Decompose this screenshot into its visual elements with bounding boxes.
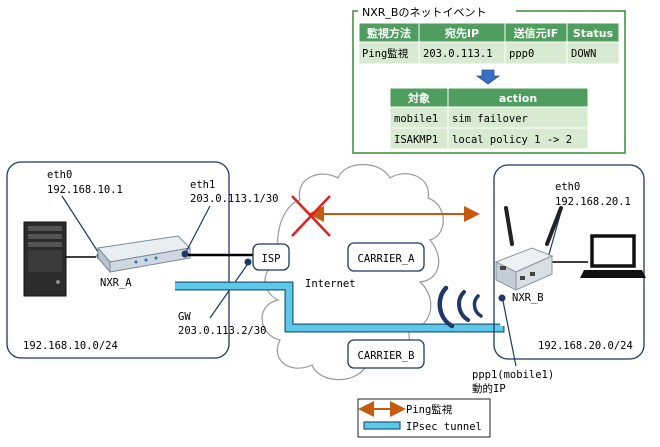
gw-port (244, 258, 252, 266)
wireless-signal-icon (437, 285, 483, 329)
left-eth1-port (181, 250, 189, 258)
dynamic-ip-label: 動的IP (472, 382, 506, 395)
right-site-box (493, 164, 645, 360)
carrier-b-node (347, 339, 425, 369)
ppp1-port (498, 294, 506, 302)
action-header-target: 対象 (407, 91, 430, 105)
legend-ping-label: Ping監視 (406, 403, 453, 416)
laptop-icon (580, 234, 646, 278)
monitor-cell-dest-ip: 203.0.113.1 (423, 48, 493, 60)
nxr-a-router-icon (97, 235, 192, 274)
fail-x-icon (291, 195, 331, 237)
monitor-header-status: Status (573, 27, 614, 40)
left-site-box (6, 161, 230, 359)
action-cell-action: local policy 1 -> 2 (452, 134, 572, 146)
down-arrow-icon (475, 69, 501, 85)
internet-label: Internet (305, 278, 356, 290)
nxr-a-name: NXR_A (100, 277, 132, 289)
isp-node (252, 243, 290, 271)
legend-tunnel-swatch (363, 421, 401, 430)
right-eth0-label: eth0 (555, 181, 580, 193)
carrier-b-label: CARRIER_B (358, 350, 415, 362)
legend: Ping監視 IPsec tunnel (357, 398, 491, 438)
action-cell-target: ISAKMP1 (394, 134, 438, 146)
ipsec-tunnel (175, 282, 504, 332)
monitor-header-source-if: 送信元IF (513, 26, 559, 40)
left-eth1-label: eth1 (190, 179, 215, 191)
gw-label: GW (178, 311, 191, 323)
left-eth0-label: eth0 (47, 169, 72, 181)
monitor-table: 監視方法 宛先IP 送信元IF Status Ping監視 203.0.113.… (358, 22, 620, 65)
legend-tunnel-label: IPsec tunnel (406, 421, 482, 433)
right-subnet: 192.168.20.0/24 (538, 340, 633, 352)
nxr-b-name: NXR_B (512, 292, 544, 304)
nxr-b-router-icon (494, 206, 563, 291)
server-icon (23, 221, 67, 297)
right-eth0-ip: 192.168.20.1 (555, 196, 631, 208)
action-header-action: action (499, 92, 537, 105)
left-subnet: 192.168.10.0/24 (23, 340, 118, 352)
carrier-a-node (347, 242, 425, 272)
monitor-cell-source-if: ppp0 (509, 48, 534, 60)
monitor-cell-method: Ping監視 (362, 47, 409, 60)
left-eth1-ip: 203.0.113.1/30 (190, 193, 279, 205)
event-panel-title: NXR_Bのネットイベント (362, 6, 486, 19)
monitor-cell-status: DOWN (571, 48, 596, 60)
action-cell-action: sim failover (452, 113, 528, 125)
action-table: 対象 action mobile1 sim failover ISAKMP1 l… (389, 87, 589, 150)
monitor-header-dest-ip: 宛先IP (444, 26, 479, 40)
event-panel: NXR_Bのネットイベント 監視方法 宛先IP 送信元IF Status Pin… (352, 3, 626, 154)
ppp1-label: ppp1(mobile1) (472, 369, 554, 381)
isp-label: ISP (262, 253, 281, 265)
monitor-header-method: 監視方法 (367, 26, 411, 40)
action-cell-target: mobile1 (394, 113, 438, 125)
left-eth0-ip: 192.168.10.1 (47, 184, 123, 196)
gw-ip: 203.0.113.2/30 (178, 325, 267, 337)
carrier-a-label: CARRIER_A (358, 253, 416, 265)
